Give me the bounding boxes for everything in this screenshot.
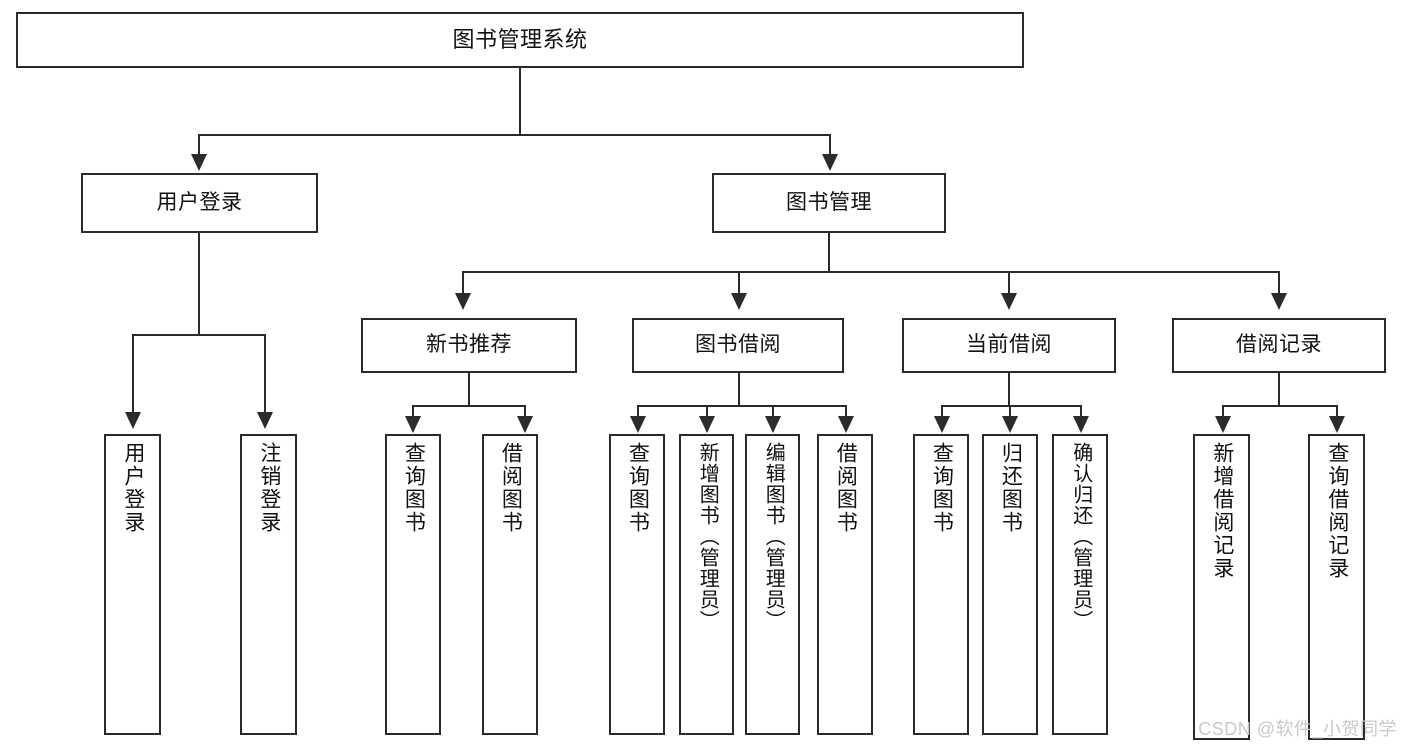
node-label: 当前借阅 — [966, 333, 1052, 357]
leaf-edit-book-admin[interactable]: 编辑图书（管理员） — [745, 434, 800, 735]
node-label: 新增图书（管理员） — [696, 442, 719, 631]
arrowhead-to-new-book-recommend — [455, 293, 471, 310]
node-label: 借阅图书 — [834, 442, 858, 534]
arrowhead-to-book-borrow — [731, 293, 747, 310]
connector-user-login-drop-1 — [132, 334, 134, 414]
connector-book-borrow-bus — [637, 405, 847, 407]
node-label: 查询图书 — [930, 442, 954, 534]
node-label: 查询图书 — [402, 442, 426, 534]
connector-current-borrow-drop-1 — [941, 405, 943, 419]
node-new-book-recommend[interactable]: 新书推荐 — [361, 318, 577, 373]
leaf-user-login[interactable]: 用户登录 — [104, 434, 161, 735]
arrowhead-to-leaf-edit-book — [765, 416, 781, 433]
arrowhead-to-leaf-query-record — [1329, 416, 1345, 433]
node-label: 注销登录 — [257, 442, 281, 534]
arrowhead-to-leaf-return-book — [1002, 416, 1018, 433]
connector-root-stem — [519, 68, 521, 135]
arrowhead-to-current-borrow — [1001, 293, 1017, 310]
node-book-management[interactable]: 图书管理 — [712, 173, 946, 233]
connector-book-borrow-drop-1 — [637, 405, 639, 419]
connector-root-bus — [198, 134, 831, 136]
connector-book-mgmt-stem — [828, 233, 830, 272]
arrowhead-to-leaf-confirm-return — [1073, 416, 1089, 433]
connector-book-mgmt-drop-2 — [738, 271, 740, 295]
connector-book-borrow-drop-3 — [772, 405, 774, 419]
connector-borrow-record-drop-1 — [1222, 405, 1224, 419]
node-root-library-system[interactable]: 图书管理系统 — [16, 12, 1024, 68]
connector-borrow-record-drop-2 — [1336, 405, 1338, 419]
node-label: 借阅记录 — [1236, 333, 1322, 357]
leaf-query-book-current[interactable]: 查询图书 — [913, 434, 969, 735]
connector-user-login-bus — [132, 334, 266, 336]
node-label: 用户登录 — [156, 190, 243, 214]
connector-borrow-record-stem — [1278, 373, 1280, 406]
leaf-borrow-book-new[interactable]: 借阅图书 — [482, 434, 538, 735]
connector-book-mgmt-bus — [462, 271, 1280, 273]
leaf-borrow-book-borrow[interactable]: 借阅图书 — [817, 434, 873, 735]
leaf-query-book-borrow[interactable]: 查询图书 — [609, 434, 665, 735]
leaf-return-book[interactable]: 归还图书 — [982, 434, 1038, 735]
arrowhead-to-borrow-record — [1271, 293, 1287, 310]
node-label: 图书管理系统 — [452, 27, 588, 53]
node-label: 图书管理 — [786, 190, 872, 214]
leaf-add-book-admin[interactable]: 新增图书（管理员） — [679, 434, 734, 735]
connector-current-borrow-drop-3 — [1080, 405, 1082, 419]
connector-user-login-stem — [198, 233, 200, 335]
connector-current-borrow-drop-2 — [1009, 405, 1011, 419]
arrowhead-to-book-management — [822, 154, 838, 171]
leaf-logout[interactable]: 注销登录 — [240, 434, 297, 735]
connector-book-borrow-stem — [738, 373, 740, 406]
arrowhead-to-leaf-query-book-3 — [934, 416, 950, 433]
node-label: 确认归还（管理员） — [1069, 442, 1092, 631]
connector-root-drop-right — [829, 134, 831, 156]
connector-book-mgmt-drop-1 — [462, 271, 464, 295]
node-label: 归还图书 — [999, 442, 1023, 534]
connector-current-borrow-bus — [941, 405, 1082, 407]
node-book-borrow[interactable]: 图书借阅 — [632, 318, 844, 373]
arrowhead-to-leaf-logout — [257, 412, 273, 429]
arrowhead-to-leaf-borrow-book-2 — [838, 416, 854, 433]
arrowhead-to-leaf-query-book-2 — [630, 416, 646, 433]
arrowhead-to-leaf-add-book — [699, 416, 715, 433]
node-label: 查询图书 — [626, 442, 650, 534]
node-label: 新增借阅记录 — [1210, 442, 1234, 580]
connector-borrow-record-bus — [1222, 405, 1338, 407]
connector-current-borrow-stem — [1008, 373, 1010, 406]
connector-book-mgmt-drop-3 — [1008, 271, 1010, 295]
connector-new-book-drop-1 — [412, 405, 414, 419]
leaf-query-borrow-record[interactable]: 查询借阅记录 — [1308, 434, 1365, 740]
arrowhead-to-leaf-add-record — [1215, 416, 1231, 433]
arrowhead-to-leaf-user-login — [125, 412, 141, 429]
connector-user-login-drop-2 — [264, 334, 266, 414]
connector-book-borrow-drop-2 — [706, 405, 708, 419]
node-label: 查询借阅记录 — [1325, 442, 1349, 580]
node-borrow-record[interactable]: 借阅记录 — [1172, 318, 1386, 373]
connector-root-drop-left — [198, 134, 200, 156]
connector-new-book-stem — [468, 373, 470, 406]
node-label: 新书推荐 — [426, 333, 512, 357]
connector-new-book-bus — [412, 405, 526, 407]
node-label: 编辑图书（管理员） — [762, 442, 785, 631]
node-label: 图书借阅 — [695, 333, 781, 357]
arrowhead-to-user-login — [191, 154, 207, 171]
leaf-add-borrow-record[interactable]: 新增借阅记录 — [1193, 434, 1250, 740]
node-label: 借阅图书 — [499, 442, 523, 534]
connector-book-borrow-drop-4 — [845, 405, 847, 419]
connector-new-book-drop-2 — [524, 405, 526, 419]
connector-book-mgmt-drop-4 — [1278, 271, 1280, 295]
node-user-login[interactable]: 用户登录 — [81, 173, 318, 233]
arrowhead-to-leaf-borrow-book-1 — [517, 416, 533, 433]
leaf-query-book-new[interactable]: 查询图书 — [385, 434, 441, 735]
node-label: 用户登录 — [121, 442, 145, 534]
arrowhead-to-leaf-query-book-1 — [405, 416, 421, 433]
leaf-confirm-return-admin[interactable]: 确认归还（管理员） — [1052, 434, 1108, 735]
node-current-borrow[interactable]: 当前借阅 — [902, 318, 1116, 373]
